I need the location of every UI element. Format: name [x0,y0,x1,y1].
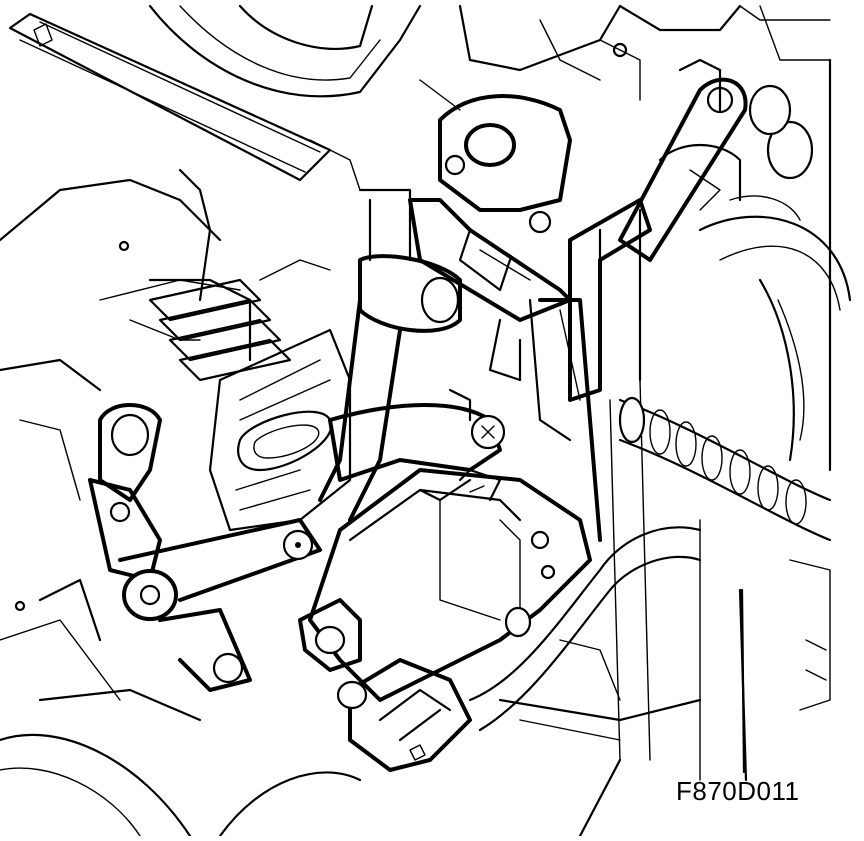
actuator-motor [298,468,702,772]
leader-line [740,588,746,774]
corrugated-hose [618,396,832,711]
left-linkage [88,403,322,692]
upper-actuator-arm [408,94,572,322]
right-cylinders [658,58,814,221]
right-link-rod [528,77,748,542]
ribbed-bracket [208,328,352,532]
housing-outline [0,4,852,838]
figure-code-label: F870D011 [676,776,800,806]
center-pillar [318,188,522,522]
crank-link [328,388,506,482]
small-details [14,19,721,701]
